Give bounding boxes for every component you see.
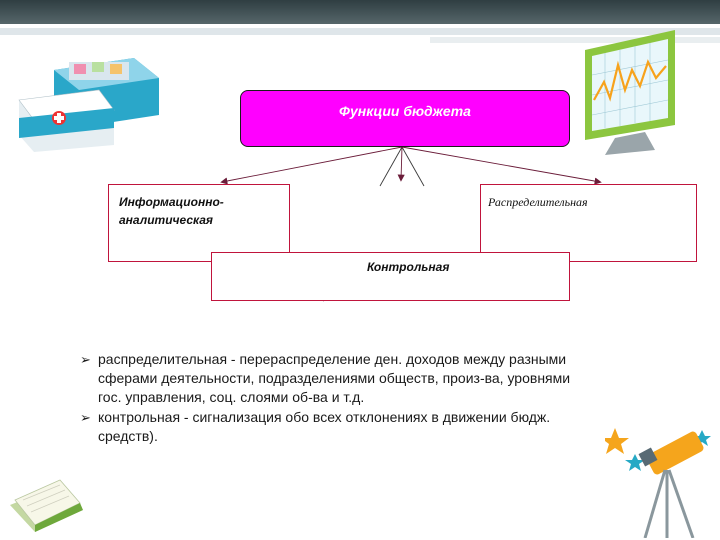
telescope-icon <box>605 428 711 538</box>
bullet-distribution: ➢ распределительная - перераспределение … <box>80 350 580 407</box>
info-analytical-node: Информационно-аналитическая <box>108 184 290 262</box>
control-node: Контрольная <box>211 252 570 301</box>
bullet-arrow-icon: ➢ <box>80 410 91 425</box>
bullet-text: распределительная - перераспределение де… <box>98 351 571 405</box>
top-stripe <box>0 28 720 35</box>
first-aid-kit-icon <box>18 58 159 152</box>
bullet-control: ➢ контрольная - сигнализация обо всех от… <box>80 408 580 446</box>
budget-functions-node: Функции бюджета <box>240 90 570 147</box>
distribution-node: Распределительная <box>480 184 697 262</box>
top-bar <box>0 0 720 24</box>
bullet-list: ➢ распределительная - перераспределение … <box>80 350 580 447</box>
monitor-chart-icon <box>585 30 675 155</box>
bullet-text: контрольная - сигнализация обо всех откл… <box>98 409 551 444</box>
top-stripe-short <box>430 37 720 43</box>
bullet-arrow-icon: ➢ <box>80 352 91 367</box>
book-icon <box>10 479 83 532</box>
